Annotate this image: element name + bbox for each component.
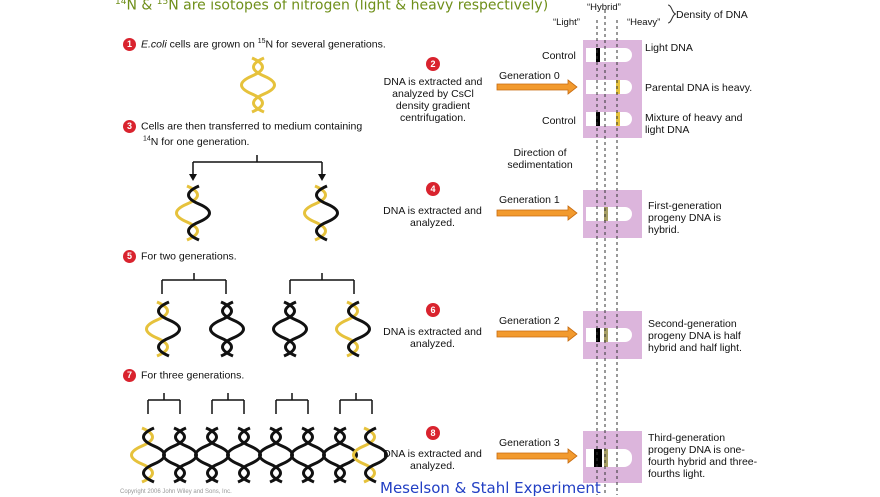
label-generation-1: Generation 1 [499,194,560,206]
step-6-text: DNA is extracted and analyzed. [383,326,482,350]
label-control-2: Control [542,115,576,127]
step-6-number: 6 [426,303,440,317]
note-gen1: First-generation progeny DNA is hybrid. [648,200,722,236]
label-generation-0: Generation 0 [499,70,560,82]
step-4-text: DNA is extracted and analyzed. [383,205,482,229]
header-title: 14N & 15N are isotopes of nitrogen (ligh… [115,0,549,14]
label-control-1: Control [542,50,576,62]
legend-density: Density of DNA [676,9,748,21]
copyright: Copyright 2006 John Wiley and Sons, Inc. [120,489,232,495]
tube-gen1 [586,207,632,221]
legend-light: “Light” [553,17,580,28]
step-2-text: DNA is extracted and analyzed by CsCl de… [383,76,483,124]
note-parental: Parental DNA is heavy. [645,82,753,94]
footer-title: Meselson & Stahl Experiment [380,479,601,497]
label-direction: Direction of sedimentation [507,147,573,171]
tube-gen0 [586,80,632,94]
label-generation-2: Generation 2 [499,315,560,327]
note-gen2: Second-generation progeny DNA is half hy… [648,318,742,354]
legend-heavy: “Heavy” [627,17,661,28]
step-8-text: DNA is extracted and analyzed. [383,448,482,472]
note-gen3: Third-generation progeny DNA is one-four… [648,432,758,480]
note-mixture: Mixture of heavy and light DNA [645,112,743,136]
step-4-number: 4 [426,182,440,196]
label-generation-3: Generation 3 [499,437,560,449]
step-2-number: 2 [426,57,440,71]
dna-diagram [130,56,578,484]
note-light-dna: Light DNA [645,42,693,54]
legend-hybrid: “Hybrid” [587,2,621,13]
step-8-number: 8 [426,426,440,440]
